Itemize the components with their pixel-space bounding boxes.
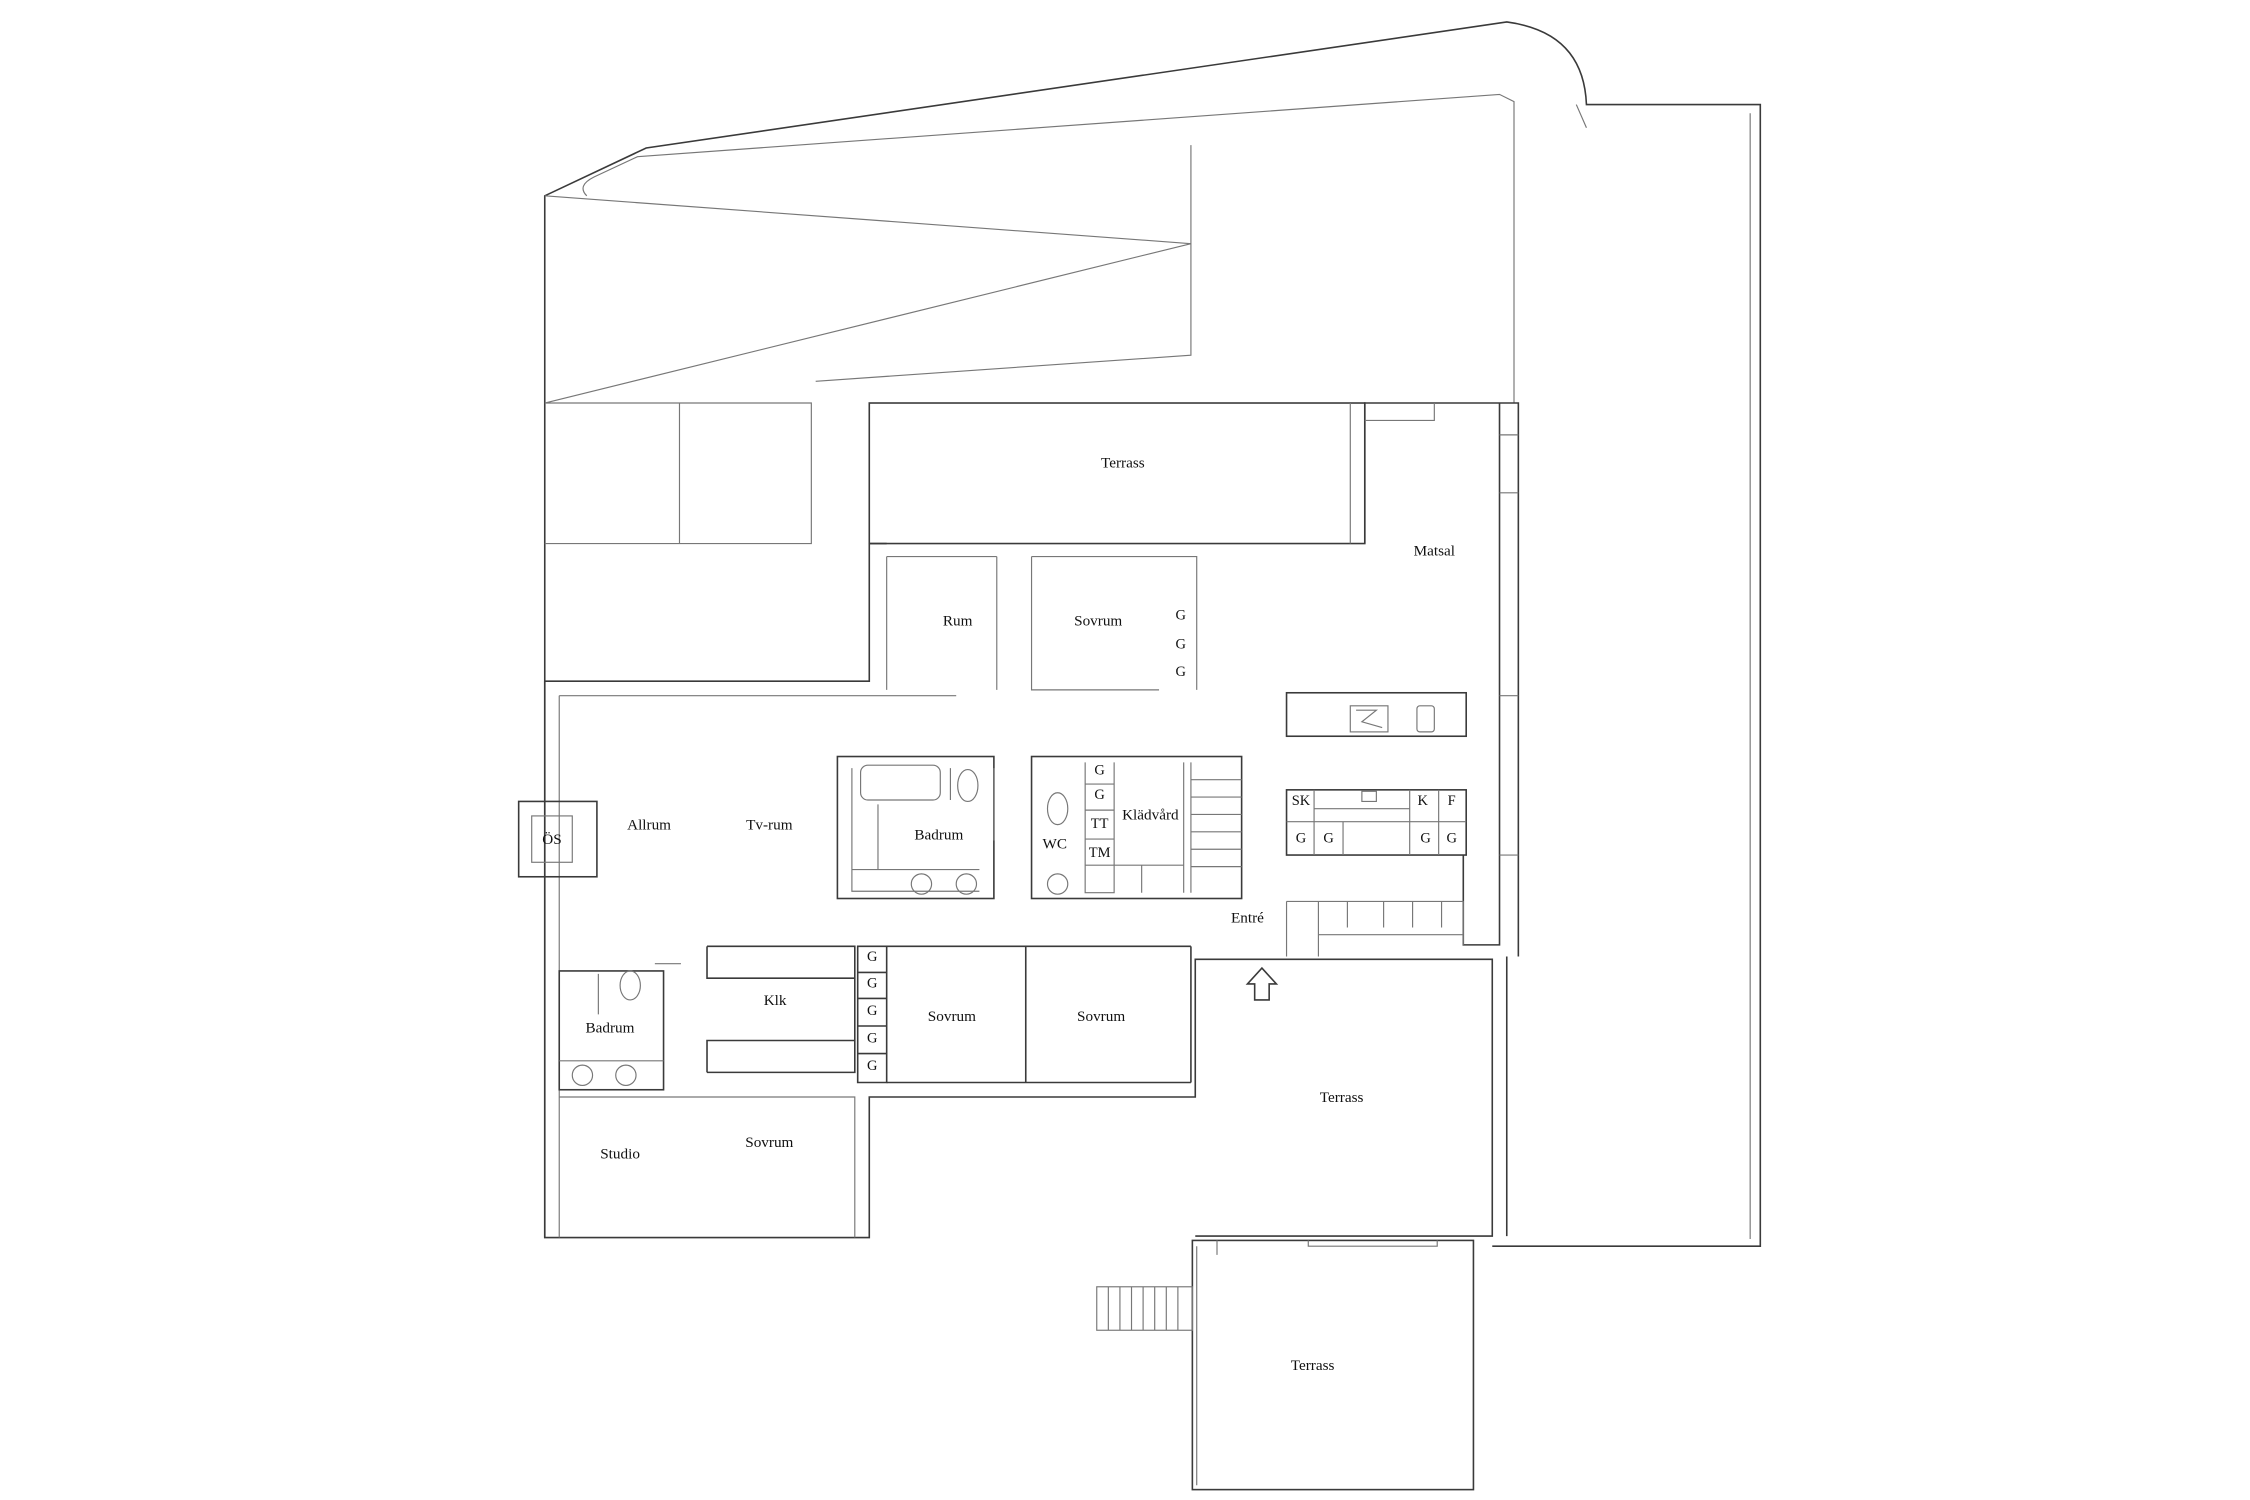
wardrobe-label: G [867, 1030, 877, 1046]
toilet-icon [619, 970, 641, 1001]
washbasin-icon [955, 873, 978, 895]
fireplace-inner [531, 815, 573, 863]
washing-machine-label: TM [1089, 845, 1111, 861]
wardrobe-label: G [1176, 636, 1186, 652]
wardrobe-label: G [1323, 830, 1333, 846]
bathroom-lower [558, 970, 665, 1091]
wardrobe-label: G [1094, 787, 1104, 803]
room-label-kladvard: Klädvård [1122, 806, 1179, 823]
wc-laundry-block [1030, 755, 1243, 900]
bathroom-partitions [851, 768, 995, 892]
lower-terrace-edge [1196, 1240, 1438, 1486]
wardrobe-label: G [1420, 830, 1430, 846]
stairs-icon [1096, 1286, 1193, 1331]
wardrobe-label: G [867, 975, 877, 991]
wardrobe-label: G [1296, 830, 1306, 846]
room-label-wc: WC [1042, 835, 1067, 852]
room-label-sovrum: Sovrum [745, 1134, 793, 1151]
room-label-matsal: Matsal [1414, 543, 1455, 560]
closet-walls [706, 945, 888, 1084]
dishwasher-label: SK [1292, 793, 1311, 809]
freezer-label: F [1448, 793, 1456, 809]
wardrobe-label: G [867, 1058, 877, 1074]
roof-outline [543, 21, 1762, 1248]
wardrobe-label: G [1446, 830, 1456, 846]
wardrobe-label: G [1176, 607, 1186, 623]
washbasin-icon [615, 1064, 637, 1086]
fireplace [517, 800, 598, 878]
washbasin-icon [1046, 873, 1069, 895]
room-label-studio: Studio [600, 1145, 640, 1162]
entrance-arrow-icon [1245, 966, 1279, 1001]
bedroom-walls [886, 945, 1192, 1084]
bathtub-icon [860, 764, 941, 801]
room-label-rum: Rum [943, 612, 973, 629]
fridge-label: K [1418, 793, 1429, 809]
room-label-sovrum: Sovrum [928, 1008, 976, 1025]
wardrobe-labels: G G G G G G G G G G G G G G [867, 607, 1457, 1074]
stove-icon [1349, 705, 1389, 733]
wardrobe-label: G [867, 1003, 877, 1019]
roof-inner-line [582, 93, 1515, 404]
room-label-allrum: Allrum [627, 817, 671, 834]
room-label-tv-rum: Tv-rum [746, 817, 793, 834]
wardrobe-label: G [1176, 664, 1186, 680]
kitchen-island [1285, 691, 1467, 738]
room-label-terrass: Terrass [1101, 454, 1145, 471]
lower-terrace [1191, 1239, 1475, 1491]
room-label-klk: Klk [764, 992, 787, 1009]
inner-walls [558, 403, 1519, 1238]
studio-divider [559, 1096, 856, 1238]
bathroom-partitions [559, 963, 681, 1062]
building-outline [543, 402, 1520, 1239]
stove-symbol [1356, 709, 1383, 729]
room-label-sovrum: Sovrum [1077, 1008, 1125, 1025]
upper-terrace [868, 402, 1366, 545]
sink-icon [1416, 705, 1435, 733]
room-label-terrass: Terrass [1320, 1089, 1364, 1106]
roof-inner-line [1575, 104, 1751, 1239]
room-label-terrass: Terrass [1291, 1357, 1335, 1374]
room-label-entre: Entré [1231, 909, 1264, 926]
room-label-badrum: Badrum [914, 827, 963, 844]
room-label-badrum: Badrum [585, 1019, 634, 1036]
toilet-icon [1046, 792, 1069, 826]
tumble-dryer-label: TT [1091, 816, 1109, 832]
kitchen-counter [1285, 789, 1467, 856]
laundry-cabinets [1084, 762, 1242, 894]
wardrobe-label: G [1094, 762, 1104, 778]
washbasin-icon [571, 1064, 594, 1086]
washbasin-icon [910, 873, 933, 895]
room-label-sovrum: Sovrum [1074, 612, 1122, 629]
wardrobe-label: G [867, 949, 877, 965]
roof-slope-lines [544, 145, 1192, 545]
room-label-os: ÖS [542, 831, 561, 848]
entrance-closets [1285, 900, 1464, 957]
kitchen-cabinets [1286, 789, 1467, 856]
toilet-icon [957, 768, 979, 803]
